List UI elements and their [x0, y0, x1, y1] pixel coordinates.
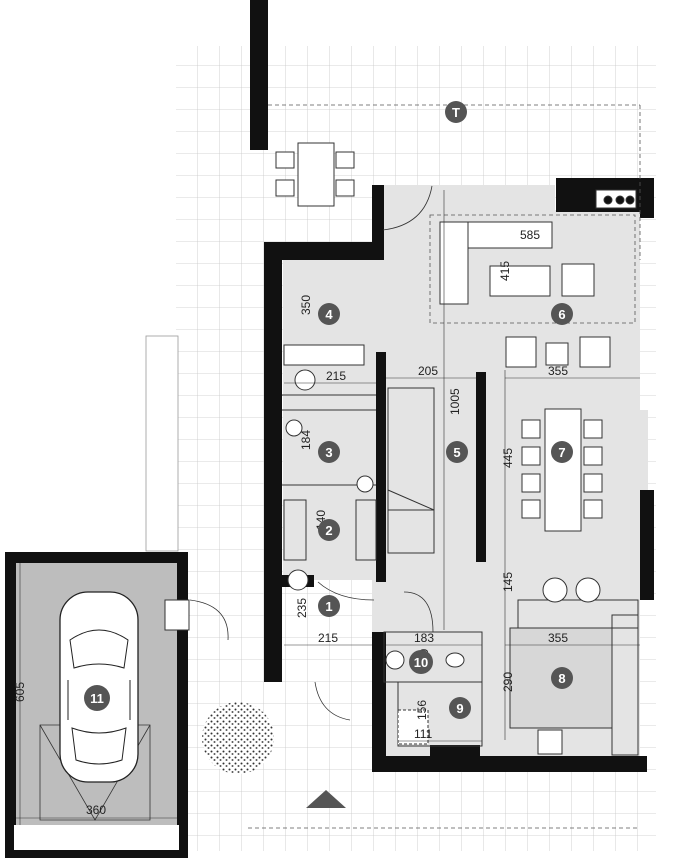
dim-dining-span: 145 [501, 572, 515, 592]
dim-garage-length: 605 [13, 682, 27, 702]
dim-hall-width-top: 205 [418, 364, 438, 378]
dim-hall-height: 235 [295, 598, 309, 618]
door-swings [189, 185, 434, 721]
room-marker-6: 6 [551, 303, 573, 325]
svg-text:9: 9 [456, 701, 463, 716]
svg-text:4: 4 [325, 307, 333, 322]
room-marker-terrace: T [445, 101, 467, 123]
walls [250, 0, 654, 772]
room-markers: 1 2 3 4 5 6 7 8 9 10 11 T [84, 101, 573, 719]
svg-text:5: 5 [453, 445, 460, 460]
svg-text:3: 3 [325, 445, 332, 460]
room-marker-10: 10 [409, 650, 433, 674]
dim-garage-width: 360 [86, 803, 106, 817]
room-marker-11: 11 [84, 685, 110, 711]
room-marker-9: 9 [449, 697, 471, 719]
room-marker-3: 3 [318, 441, 340, 463]
room-marker-7: 7 [551, 441, 573, 463]
svg-text:6: 6 [558, 307, 565, 322]
furniture [275, 142, 637, 755]
room-marker-8: 8 [551, 667, 573, 689]
svg-text:7: 7 [558, 445, 565, 460]
svg-text:8: 8 [558, 671, 565, 686]
dim-office-width: 215 [326, 369, 346, 383]
entrance-arrow-icon [306, 790, 346, 808]
svg-text:2: 2 [325, 523, 332, 538]
dim-pantry-height: 156 [415, 700, 429, 720]
svg-text:10: 10 [414, 655, 428, 670]
dim-wc-width: 183 [414, 631, 434, 645]
dimension-labels: 235 215 183 110 156 111 355 290 145 445 … [13, 228, 568, 817]
svg-text:T: T [452, 105, 460, 120]
room-marker-5: 5 [446, 441, 468, 463]
dim-bath-height: 184 [299, 430, 313, 450]
dim-living-depth-6: 415 [498, 261, 512, 281]
shrub [202, 702, 274, 774]
svg-text:11: 11 [90, 691, 104, 706]
dim-hall-width: 215 [318, 631, 338, 645]
dim-pantry-width: 111 [414, 727, 433, 741]
interior-floor [283, 185, 648, 765]
room-marker-1: 1 [318, 595, 340, 617]
dimension-lines [16, 190, 640, 825]
dim-office-height: 350 [299, 295, 313, 315]
dim-living-length: 1005 [448, 388, 462, 415]
dim-kitchen-depth: 290 [501, 672, 515, 692]
dim-dining-length: 445 [501, 448, 515, 468]
dim-dining-width: 355 [548, 364, 568, 378]
dim-kitchen-width: 355 [548, 631, 568, 645]
svg-text:1: 1 [325, 599, 332, 614]
room-marker-2: 2 [318, 519, 340, 541]
dim-living-length-6: 585 [520, 228, 540, 242]
room-marker-4: 4 [318, 303, 340, 325]
